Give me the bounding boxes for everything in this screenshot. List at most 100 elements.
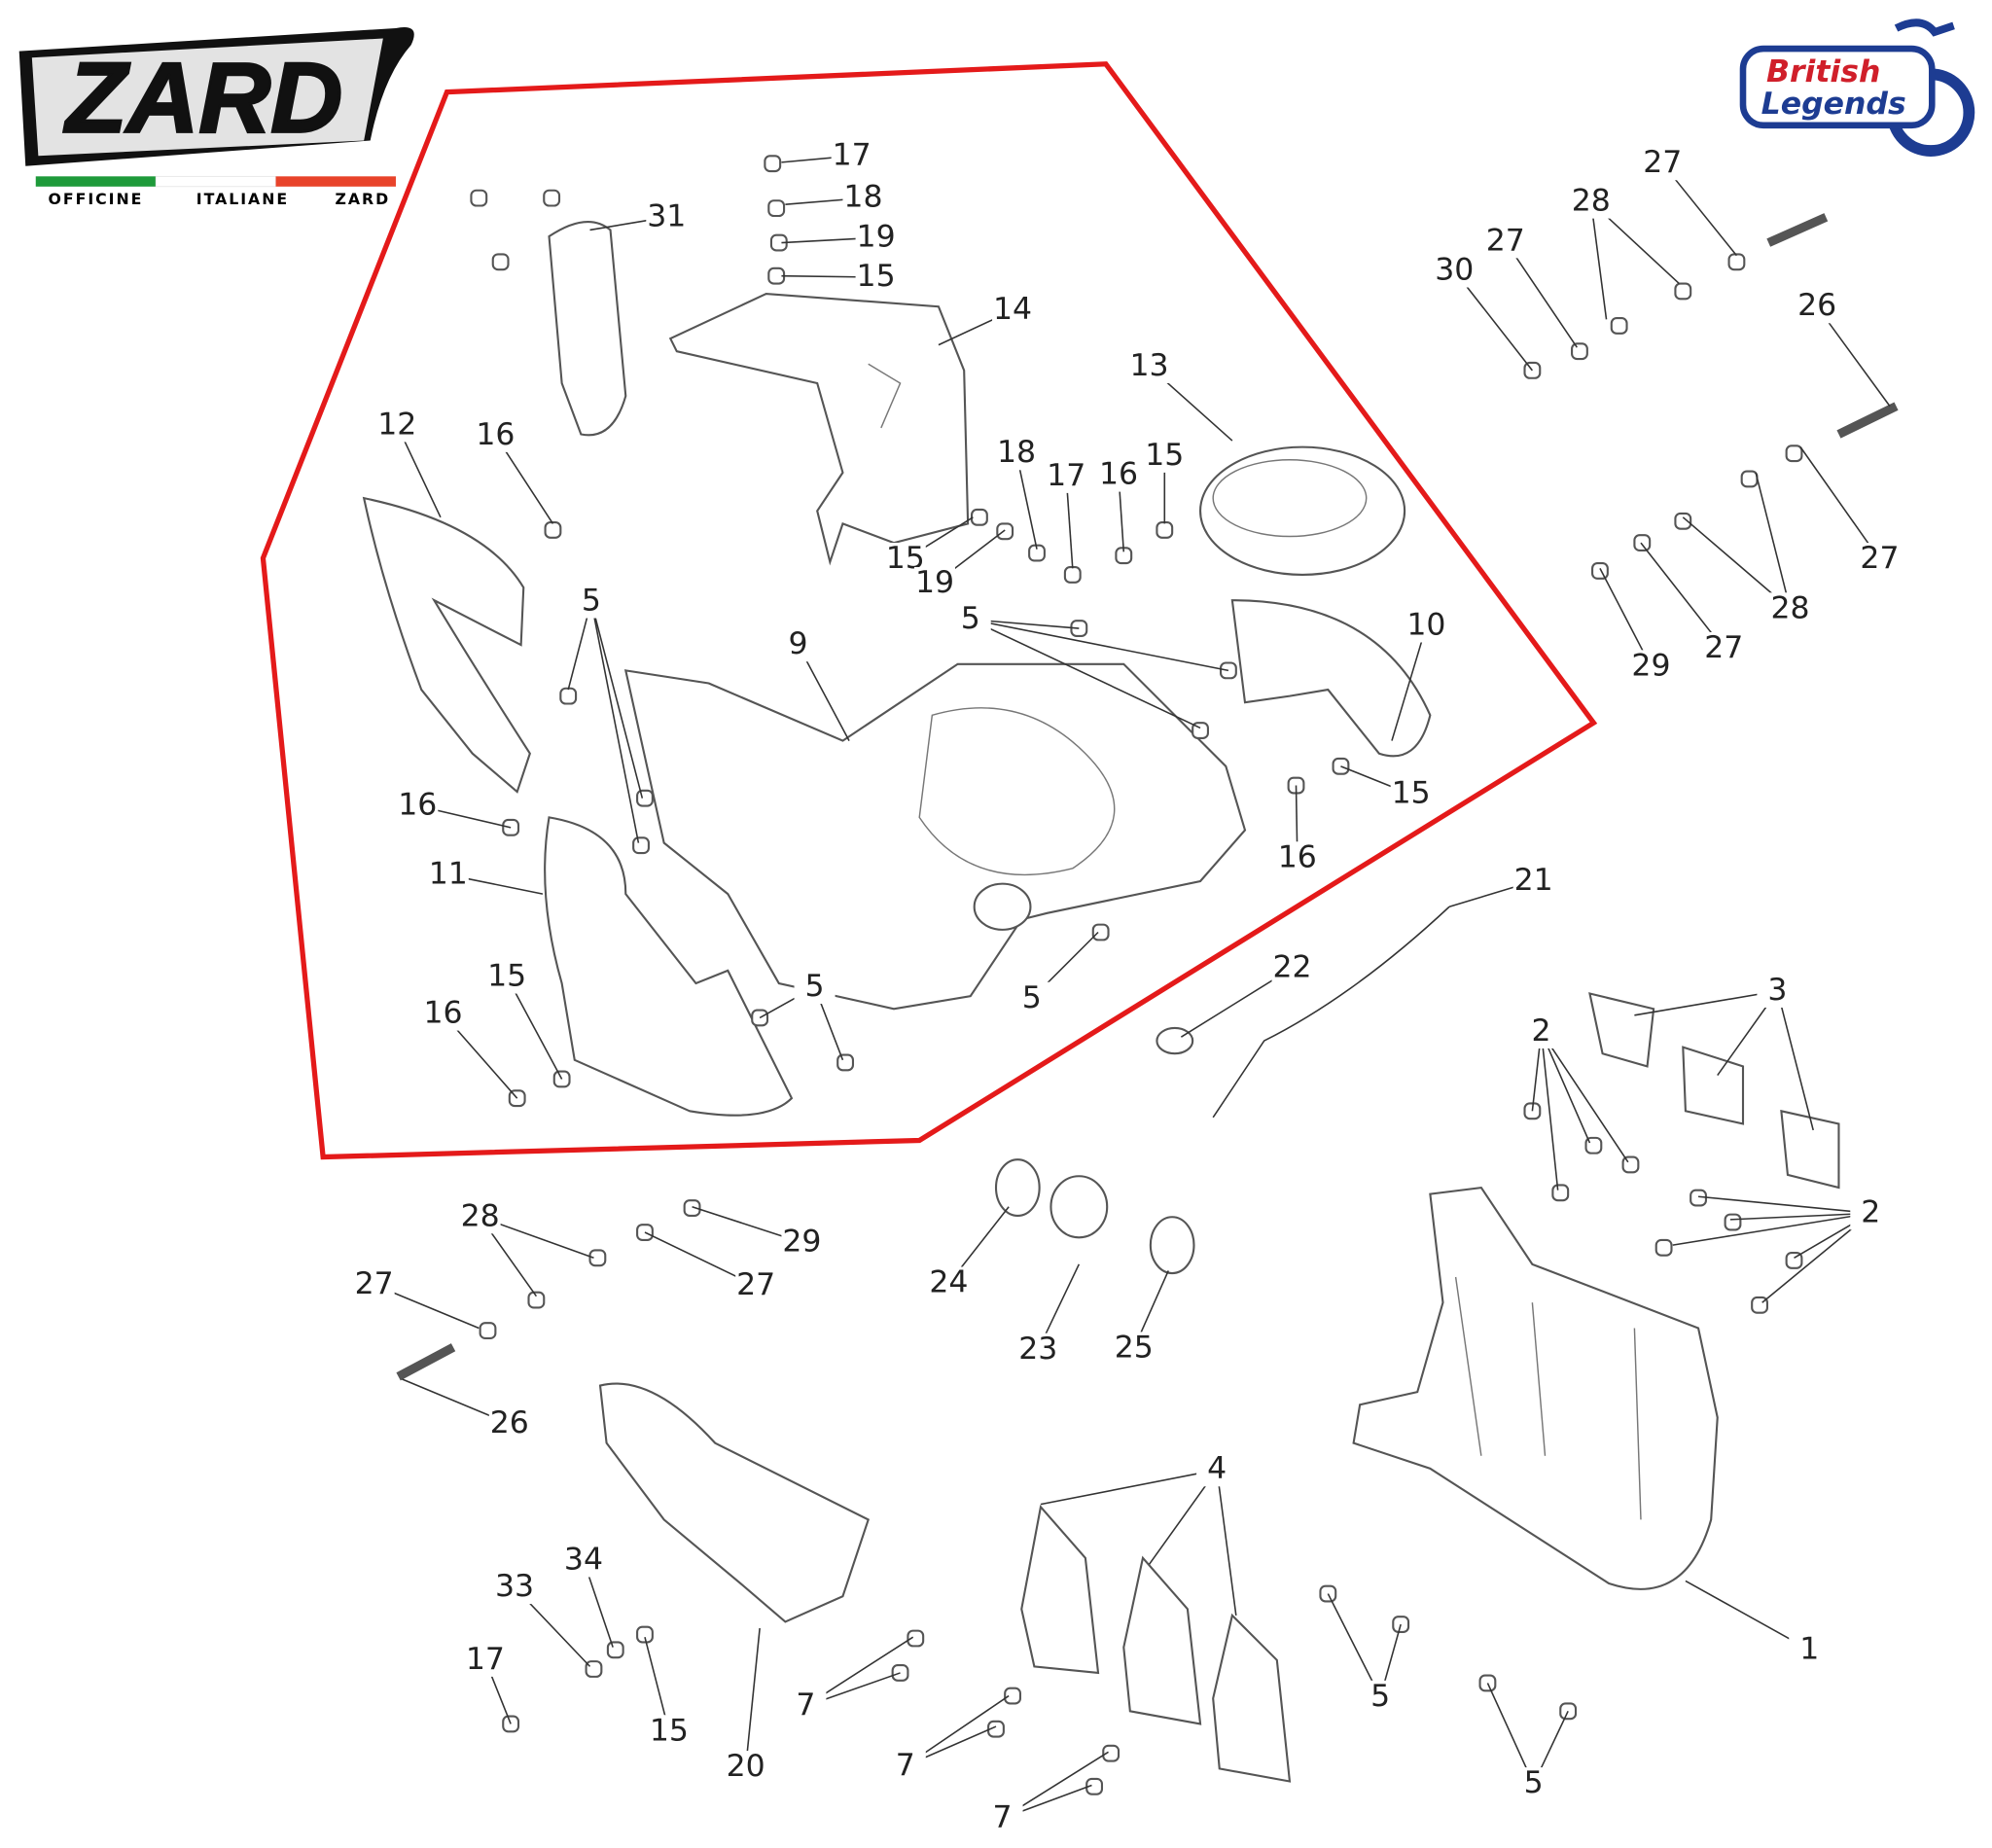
callout-number: 2 — [1861, 1194, 1880, 1229]
fastener — [1740, 470, 1759, 488]
part-1-header — [1352, 1186, 1719, 1590]
part-24-ring — [994, 1158, 1041, 1217]
fastener — [996, 522, 1014, 541]
callout-number: 27 — [736, 1267, 775, 1302]
callout-number: 27 — [1860, 541, 1899, 576]
leader-line — [1040, 1469, 1218, 1506]
fastener — [971, 508, 988, 526]
callout-number: 17 — [466, 1642, 505, 1677]
callout-number: 33 — [495, 1569, 534, 1604]
callout-number: 29 — [782, 1225, 821, 1260]
callout-number: 24 — [929, 1265, 968, 1300]
callout-number: 5 — [805, 969, 825, 1004]
callout-number: 25 — [1115, 1330, 1154, 1365]
fastener — [1156, 521, 1174, 539]
fastener — [559, 687, 578, 705]
callout-number: 5 — [1370, 1679, 1390, 1714]
callout-number: 16 — [1099, 457, 1138, 492]
fastener — [491, 253, 510, 271]
callout-number: 20 — [727, 1749, 765, 1784]
fastener — [544, 521, 562, 539]
callout-number: 7 — [993, 1800, 1013, 1835]
callout-number: 26 — [1797, 288, 1836, 323]
leader-line — [970, 619, 1229, 672]
callout-number: 18 — [997, 435, 1036, 470]
callout-number: 15 — [857, 259, 896, 294]
callout-number: 27 — [1704, 630, 1743, 665]
fastener — [636, 789, 654, 807]
fastener — [585, 1660, 603, 1678]
part-12-shield — [362, 496, 531, 794]
bolt — [1766, 213, 1829, 247]
leader-line — [1776, 990, 1814, 1131]
leader-line — [1505, 240, 1578, 348]
callout-number: 22 — [1273, 949, 1312, 984]
callout-number: 10 — [1406, 607, 1445, 642]
fastener — [836, 1053, 855, 1072]
leader-line — [1755, 472, 1792, 610]
fastener — [1591, 562, 1609, 580]
callout-number: 19 — [857, 219, 896, 254]
callout-number: 13 — [1129, 348, 1168, 383]
fastener — [588, 1249, 607, 1267]
part-9-outlet — [973, 882, 1032, 931]
callout-number: 5 — [582, 583, 601, 618]
leader-line — [1640, 542, 1725, 650]
fastener — [683, 1199, 701, 1217]
leader-line — [1391, 625, 1428, 741]
fastener — [632, 836, 650, 855]
callout-number: 1 — [1799, 1631, 1819, 1666]
leader-line — [744, 1627, 761, 1768]
british-legends-logo: British Legends — [1739, 18, 1975, 157]
callout-number: 30 — [1435, 252, 1474, 287]
fastener — [1063, 565, 1082, 584]
fastener — [1091, 923, 1110, 942]
fastener — [1551, 1184, 1570, 1202]
callout-number: 7 — [796, 1688, 815, 1723]
callout-number: 4 — [1207, 1451, 1227, 1486]
zard-logo: ZARD OFFICINE ITALIANE ZARD — [18, 27, 414, 208]
leader-line — [1540, 1031, 1591, 1144]
fastener — [1004, 1687, 1021, 1705]
fastener — [1674, 282, 1692, 301]
callout-number: 15 — [1392, 776, 1431, 811]
fastener — [606, 1641, 624, 1659]
fastener — [552, 1070, 571, 1088]
callout-number: 28 — [1572, 184, 1611, 219]
bolt — [396, 1343, 456, 1381]
part-4-shield — [1020, 1504, 1100, 1675]
part-10-cover — [1230, 599, 1432, 758]
leader-line — [1216, 1470, 1237, 1616]
fastener — [636, 1625, 654, 1644]
fastener — [1523, 1102, 1542, 1120]
fastener — [1102, 1744, 1120, 1762]
callout-number: 26 — [490, 1405, 529, 1440]
part-20-shield — [598, 1382, 871, 1623]
fastener — [907, 1629, 925, 1648]
callout-number: 5 — [961, 601, 980, 636]
callout-number: 5 — [1022, 980, 1042, 1015]
fastener — [764, 155, 782, 173]
callout-number: 15 — [487, 958, 526, 993]
callout-number: 27 — [355, 1266, 394, 1301]
callout-number: 12 — [377, 407, 416, 442]
callout-number: 3 — [1767, 973, 1787, 1008]
callout-number: 16 — [424, 996, 463, 1031]
parts — [362, 220, 1840, 1783]
fastener — [502, 818, 520, 836]
fastener — [470, 189, 488, 207]
callout-number: 17 — [1047, 458, 1085, 493]
leader-line — [1672, 1212, 1871, 1246]
fastener — [1621, 1155, 1640, 1174]
leader-line — [590, 601, 640, 843]
callout-number: 18 — [843, 180, 882, 215]
brand-line-2: Legends — [1761, 87, 1906, 122]
callout-number: 16 — [1278, 839, 1317, 874]
leader-line — [1697, 1195, 1871, 1215]
callout-number: 29 — [1631, 648, 1670, 683]
leader-line — [1729, 1212, 1871, 1221]
fastener — [479, 1322, 497, 1340]
leader-line — [1540, 1031, 1559, 1191]
